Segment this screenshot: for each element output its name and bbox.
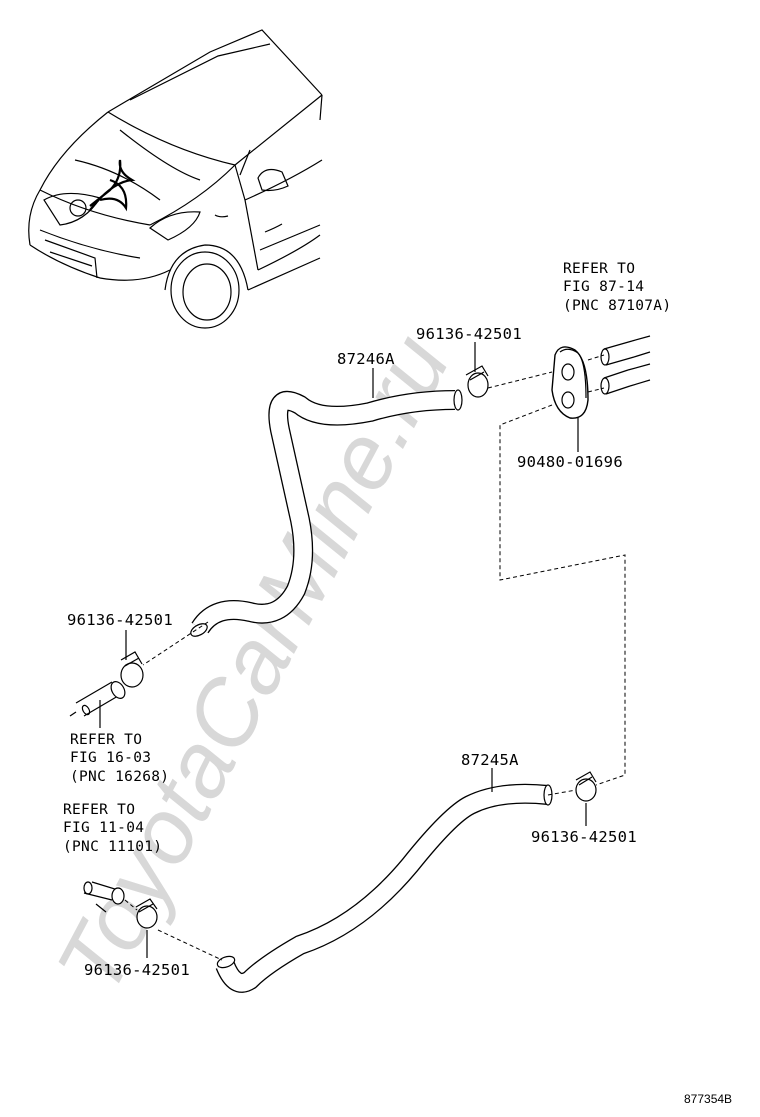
car-illustration [28,29,323,329]
reference-line: FIG 16-03 [70,750,151,766]
connection-lines [124,354,626,961]
reference-line: FIG 11-04 [63,820,144,836]
reference-line: REFER TO [70,732,142,748]
part-label-87246a: 87246A [337,350,395,368]
reference-line: (PNC 16268) [70,769,169,785]
part-label-grommet: 90480-01696 [517,453,623,471]
clamp-right [575,771,597,802]
pump-connector [69,681,126,717]
reference-top-right: REFER TO FIG 87-14 (PNC 87107A) [563,261,671,314]
reference-line: (PNC 11101) [63,839,162,855]
leader-lines [99,342,587,958]
part-label-clamp-bottom: 96136-42501 [84,961,190,979]
figure-id: 877354B [684,1092,732,1106]
part-label-clamp-left: 96136-42501 [67,611,173,629]
part-label-clamp-top: 96136-42501 [416,325,522,343]
reference-line: (PNC 87107A) [563,298,671,314]
reference-bottom-left: REFER TO FIG 11-04 (PNC 11101) [63,802,162,855]
reference-line: REFER TO [563,261,635,277]
part-label-87245a: 87245A [461,751,519,769]
watermark: ToyotaCarMine.ru [38,319,470,1010]
part-label-clamp-right: 96136-42501 [531,828,637,846]
clamp-bottom [135,898,158,929]
reference-line: REFER TO [63,802,135,818]
hose-87246a [190,389,463,637]
reference-line: FIG 87-14 [563,279,644,295]
hose-87245a [215,783,553,993]
clamp-top [465,365,489,398]
nozzle-pipes [600,335,651,395]
clamp-left [120,651,144,688]
tank-connector [83,881,125,913]
grommet [551,346,589,445]
reference-middle-left: REFER TO FIG 16-03 (PNC 16268) [70,732,169,785]
